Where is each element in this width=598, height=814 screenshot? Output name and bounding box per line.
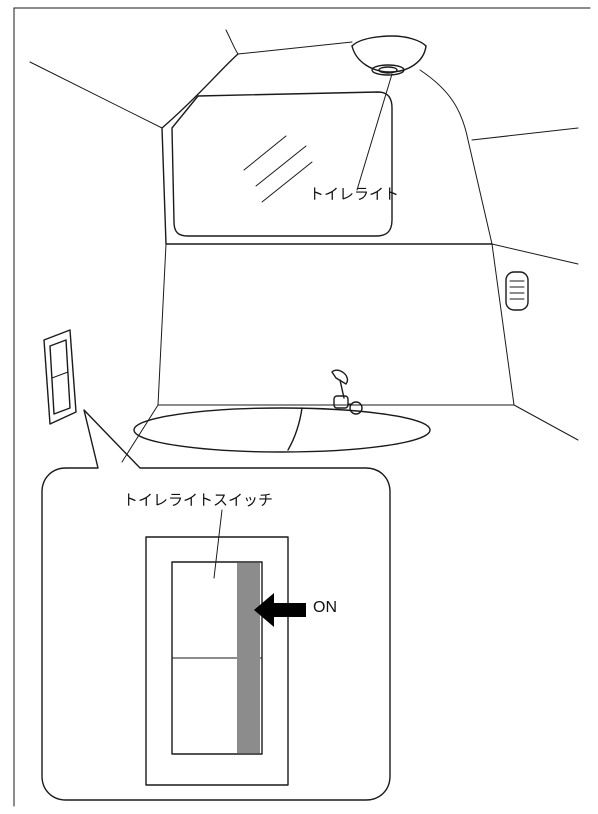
- sink: [133, 407, 431, 453]
- arrow-left-icon: [254, 593, 306, 627]
- page-frame: [13, 7, 591, 807]
- faucet-icon: [331, 369, 363, 415]
- vent-icon: [505, 271, 529, 311]
- upper-cabinet: [161, 53, 493, 245]
- toilet-light-label: トイレライト: [309, 185, 400, 203]
- switch-on-indicator: [237, 563, 260, 753]
- room-edges: [29, 29, 579, 265]
- toilet-light-switch-label: トイレライトスイッチ: [123, 491, 274, 509]
- switch-leader-line: [213, 509, 223, 579]
- wall-switch: [43, 329, 77, 425]
- callout-bubble: [41, 409, 391, 801]
- switch-plate: [145, 536, 289, 786]
- lower-walls: [121, 243, 579, 463]
- ceiling-light: [351, 35, 427, 191]
- on-label: ON: [313, 599, 337, 616]
